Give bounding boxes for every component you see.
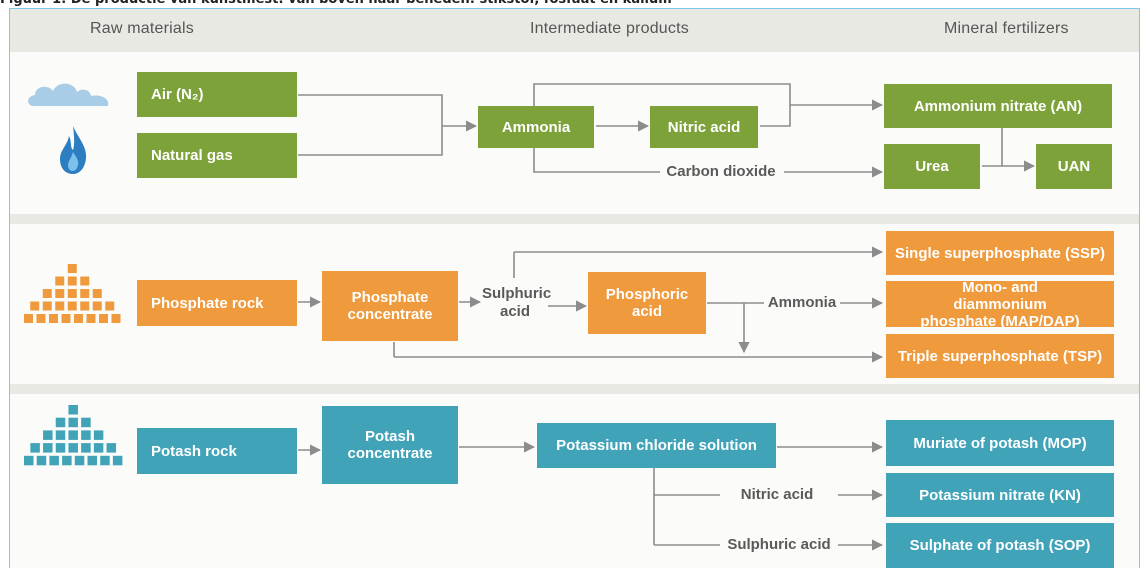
box-kn: Potassium nitrate (KN) [886,473,1114,517]
line-air-merge [298,94,443,156]
line-ammonia-bypass [533,83,791,127]
box-phosphate-concentrate: Phosphate concentrate [322,271,458,341]
box-potash-rock: Potash rock [137,428,297,474]
box-sop: Sulphate of potash (SOP) [886,523,1114,568]
box-natural-gas: Natural gas [137,133,297,178]
box-potassium-chloride-solution: Potassium chloride solution [537,423,776,468]
column-header-mineral: Mineral fertilizers [944,20,1069,37]
figure-caption: Figuur 1: De productie van kunstmest: va… [0,0,1144,8]
box-ssp: Single superphosphate (SSP) [886,231,1114,275]
box-air: Air (N₂) [137,72,297,117]
label-nitric-acid-potash: Nitric acid [722,486,832,504]
column-header-raw: Raw materials [90,20,194,37]
label-sulphuric-acid-potash: Sulphuric acid [722,536,836,554]
column-header-intermediate: Intermediate products [530,20,689,37]
box-mop: Muriate of potash (MOP) [886,420,1114,466]
box-tsp: Triple superphosphate (TSP) [886,334,1114,378]
label-sulphuric-acid: Sulphuric acid [482,285,552,321]
box-potash-concentrate: Potash concentrate [322,406,458,484]
label-ammonia-phosphate: Ammonia [766,294,838,312]
label-carbon-dioxide: Carbon dioxide [662,163,780,181]
flame-icon [60,126,87,174]
box-ammonium-nitrate: Ammonium nitrate (AN) [884,84,1112,128]
box-urea: Urea [884,144,980,189]
box-map-dap: Mono- and diammonium phosphate (MAP/DAP) [886,279,1114,330]
box-nitric-acid: Nitric acid [650,106,758,148]
cloud-icon [28,83,109,106]
line-ammonia-co2 [533,148,660,173]
potash-rock-pile-icon [24,405,123,466]
phosphate-rock-pile-icon [24,264,121,323]
box-phosphoric-acid: Phosphoric acid [588,272,706,334]
box-ammonia: Ammonia [478,106,594,148]
box-uan: UAN [1036,144,1112,189]
box-phosphate-rock: Phosphate rock [137,280,297,326]
